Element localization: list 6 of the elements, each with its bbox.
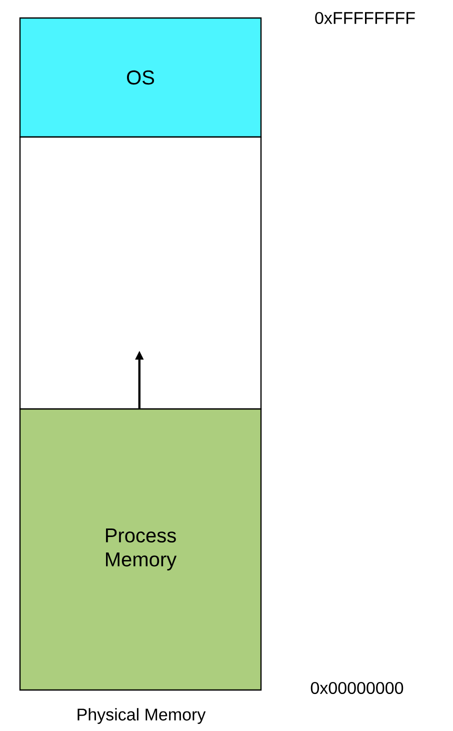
caption: Physical Memory bbox=[78, 708, 206, 724]
memory-region: Process Memory bbox=[19, 408, 262, 691]
memory-region bbox=[19, 136, 262, 410]
memory-region: OS bbox=[19, 17, 262, 138]
address-label: 0x00000000 bbox=[310, 682, 404, 694]
address-label: 0xFFFFFFFF bbox=[315, 12, 415, 24]
